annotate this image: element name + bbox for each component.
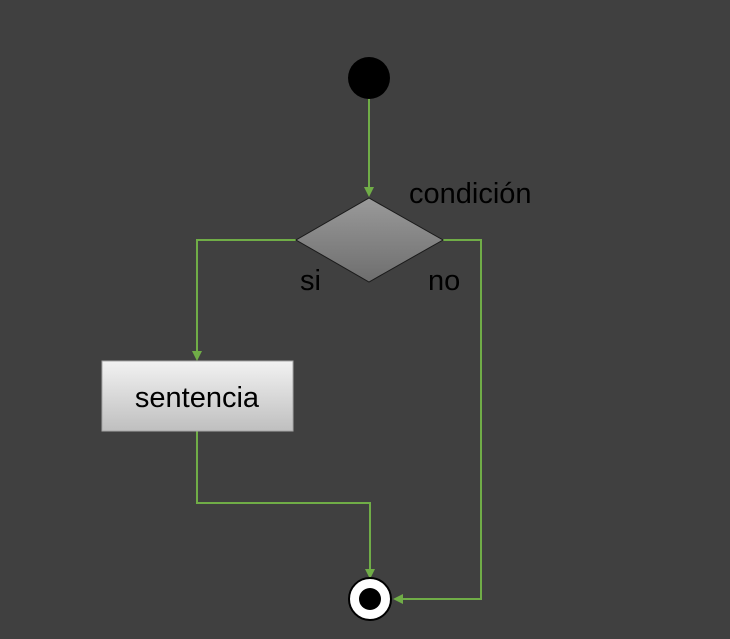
branch-no-label: no [428,265,460,297]
decision-node [294,197,445,283]
edge-no-to-end [402,239,482,600]
arrowhead-end-right [393,594,403,604]
arrowhead-decision [364,187,374,197]
action-label: sentencia [135,382,260,414]
branch-yes-label: si [300,265,321,297]
arrowhead-sentencia [192,351,202,361]
edge-si-to-sentencia [196,239,296,352]
edge-sentencia-to-end [196,431,371,570]
initial-node [348,57,390,99]
arrowhead-end-top [365,569,375,579]
final-node [348,577,392,621]
connectors [192,98,482,604]
action-node [101,360,294,432]
decision-label: condición [409,178,532,210]
